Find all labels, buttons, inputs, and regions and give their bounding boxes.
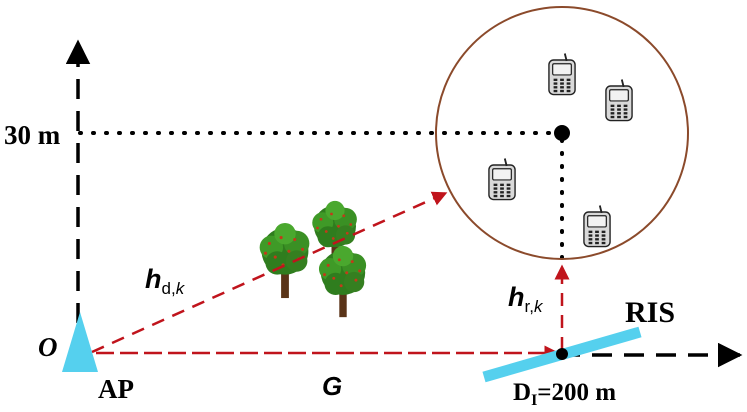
hr-subscript: r, [525, 297, 534, 316]
phone-icon [605, 78, 633, 122]
phone-icon [488, 157, 516, 201]
hd-index: k [176, 279, 186, 298]
tree-icon [259, 222, 310, 299]
hr-index: k [534, 297, 544, 316]
channel-g-label: G [322, 371, 342, 401]
ap-label: AP [98, 374, 134, 404]
tree-icon [318, 245, 367, 318]
hr-symbol: h [508, 282, 525, 312]
hd-subscript: d, [162, 279, 176, 298]
ris-point [556, 348, 568, 360]
distance-symbol: D [513, 379, 531, 406]
user-area-center-dot [554, 125, 570, 141]
ris-channel-label: hr,k [508, 282, 544, 316]
distance-value: =200 m [537, 379, 616, 406]
direct-channel-label: hd,k [145, 264, 186, 298]
ap-triangle [62, 312, 98, 372]
ris-label: RIS [625, 296, 675, 329]
distance-label: DI=200 m [513, 379, 616, 409]
height-tick-label: 30 m [4, 120, 61, 150]
user-area-circle [435, 6, 689, 260]
distance-subscript: I [531, 392, 537, 409]
origin-label: O [38, 332, 58, 362]
hd-symbol: h [145, 264, 162, 294]
phone-icon [583, 204, 611, 248]
phone-icon [548, 52, 576, 96]
